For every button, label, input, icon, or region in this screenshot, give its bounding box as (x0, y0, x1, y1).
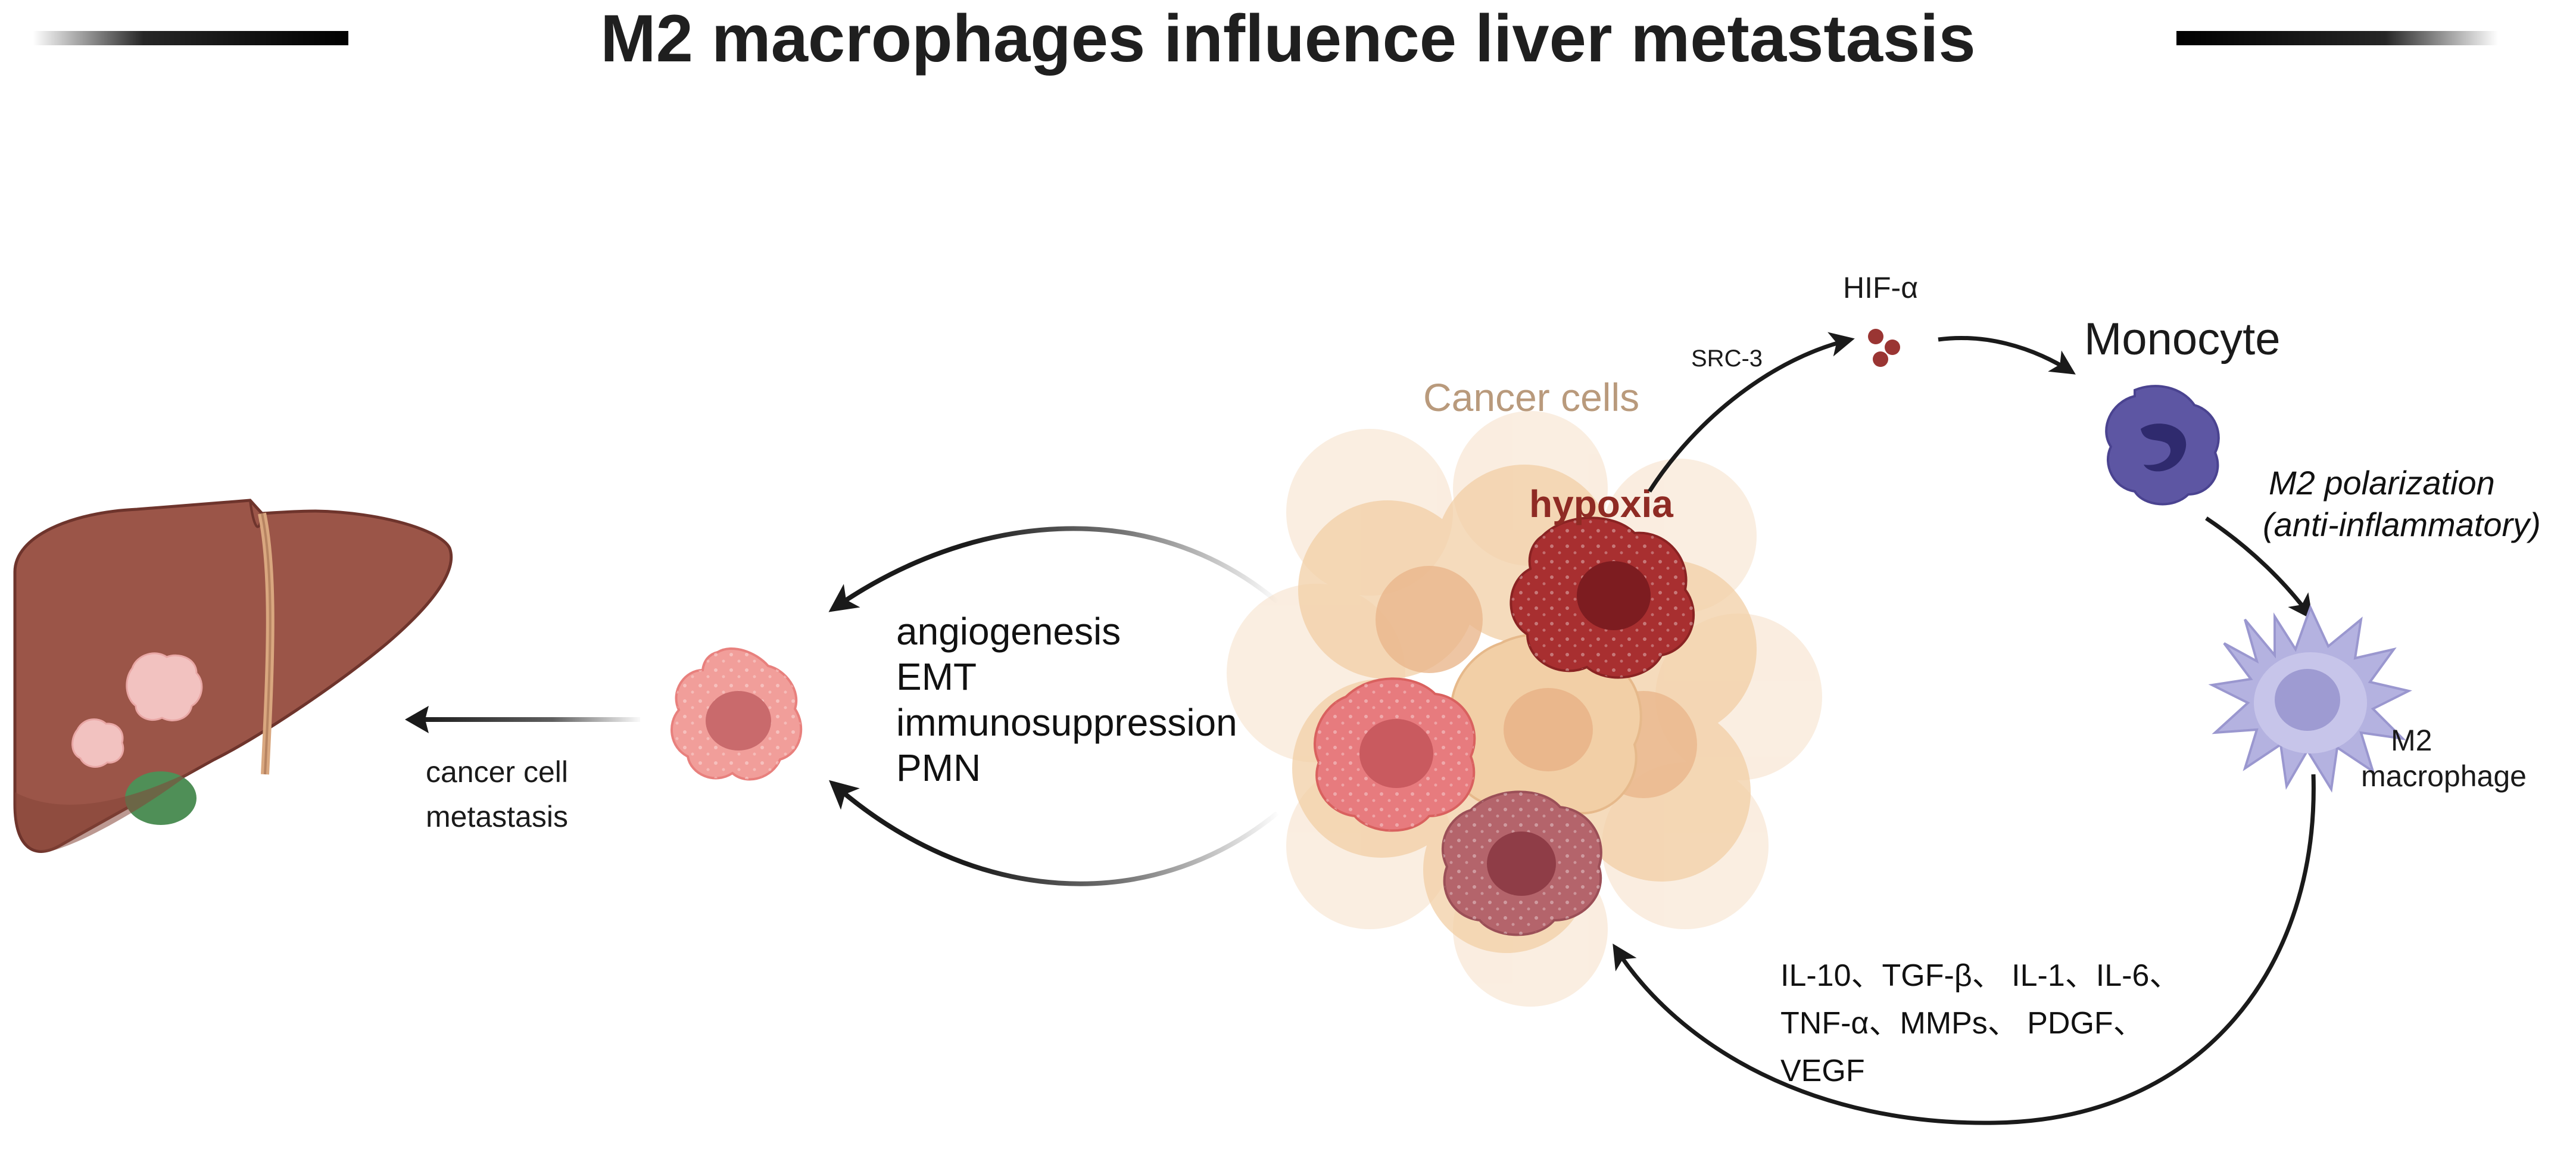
page-title: M2 macrophages influence liver metastasi… (600, 1, 1975, 76)
liver-tumor-small (71, 718, 124, 768)
cancer-cells-label: Cancer cells (1423, 375, 1639, 419)
m2-label-2: macrophage (2361, 759, 2527, 793)
title-line-left (33, 31, 348, 45)
cancer-cell-cluster (1227, 411, 1822, 1007)
polarization-label-2: (anti-inflammatory) (2263, 506, 2541, 543)
effect-item: immunosuppression (896, 701, 1237, 744)
effects-arrow-upper (828, 526, 1279, 612)
polarization-arrow (2205, 516, 2313, 620)
cytokine-line: TNF-α、MMPs、 PDGF、 (1780, 1006, 2144, 1041)
metastasis-label-1: cancer cell (426, 755, 568, 789)
cytokine-line: IL-10、TGF-β、 IL-1、IL-6、 (1780, 958, 2180, 993)
cytokine-return-arrow (1613, 774, 2316, 1125)
monocyte-icon (2105, 385, 2220, 506)
hif-label: HIF-α (1843, 271, 1918, 304)
m2-macrophage-icon (2208, 604, 2412, 793)
m2-label-1: M2 (2391, 724, 2432, 757)
effect-item: angiogenesis (896, 610, 1121, 653)
released-cancer-cell (670, 647, 803, 781)
effect-item: EMT (896, 655, 977, 698)
liver-icon (13, 499, 453, 853)
metastasis-arrowhead (405, 706, 429, 733)
title-line-right (2176, 31, 2498, 45)
effects-arrow-lower (829, 780, 1279, 886)
hif-monocyte-arrow (1938, 336, 2076, 375)
monocyte-label: Monocyte (2084, 314, 2281, 365)
liver-tumor-large (126, 652, 203, 721)
polarization-label-1: M2 polarization (2269, 464, 2495, 502)
src3-arrow (1648, 332, 1855, 493)
effect-item: PMN (896, 746, 981, 789)
cytokine-line: VEGF (1780, 1054, 1865, 1088)
src3-label: SRC-3 (1691, 345, 1763, 372)
gallbladder-icon (125, 771, 197, 825)
metastasis-label-2: metastasis (426, 800, 568, 833)
hif-molecule-icon (1868, 329, 1900, 367)
